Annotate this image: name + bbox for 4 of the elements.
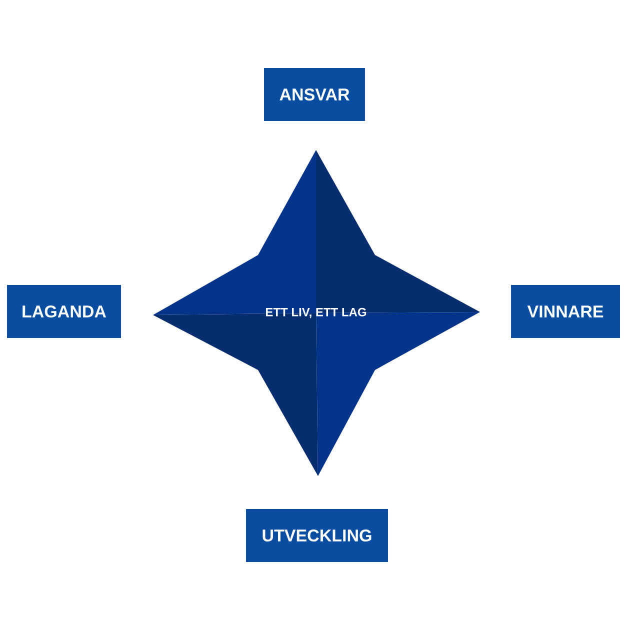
label-box: ANSVAR (264, 68, 365, 121)
label-box: VINNARE (511, 285, 620, 338)
label-box: LAGANDA (7, 285, 121, 338)
label-box: UTVECKLING (246, 509, 388, 562)
